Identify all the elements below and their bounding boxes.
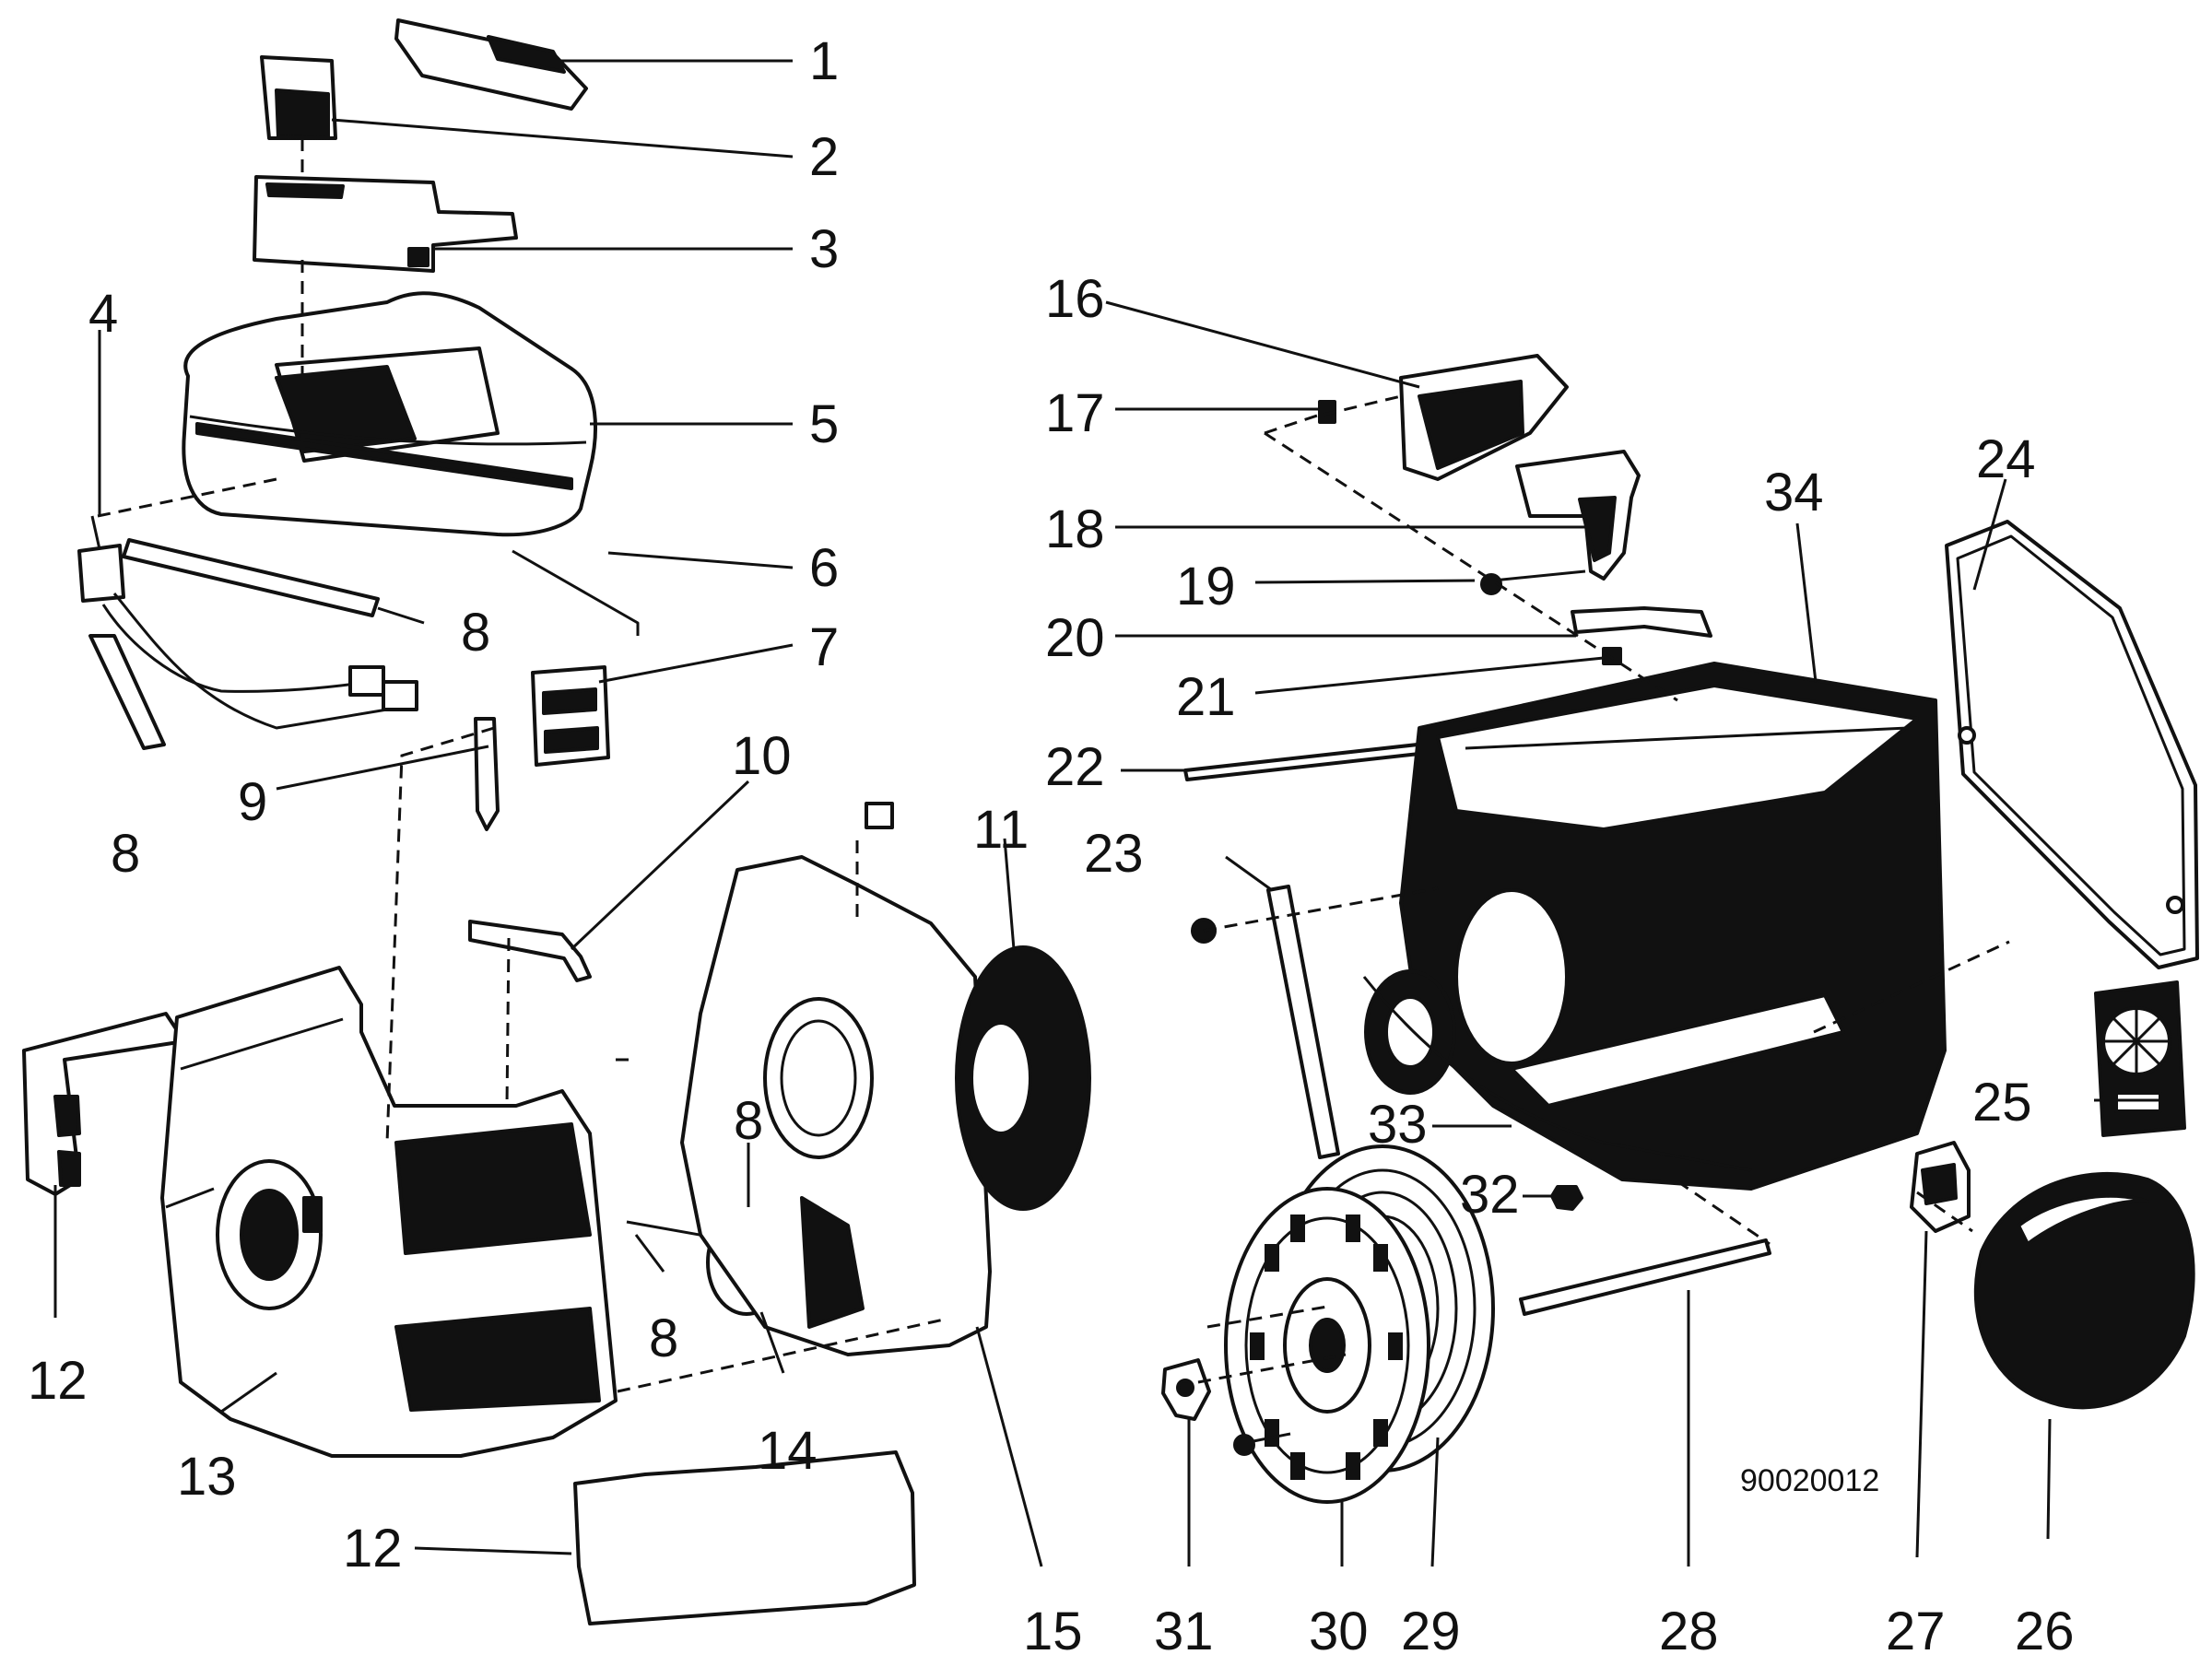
part-24-panel <box>1945 520 2199 969</box>
callout-26: 26 <box>2015 1602 2075 1661</box>
callout-28: 28 <box>1659 1602 1719 1661</box>
part-16-bracket <box>1399 354 1569 481</box>
part-21-small-spring <box>1602 647 1622 665</box>
callout-13: 13 <box>177 1447 237 1507</box>
callout-17: 17 <box>1045 383 1105 443</box>
part-4-wire-harness <box>77 515 418 730</box>
part-6-rod <box>512 549 640 636</box>
part-30-reel-side-plate <box>1224 1187 1430 1504</box>
part-5-top-cover <box>182 291 597 537</box>
callout-24: 24 <box>1976 429 2036 489</box>
part-15-motor-plate <box>680 855 992 1356</box>
callout-12: 12 <box>28 1351 88 1411</box>
part-7-connector-block <box>531 665 610 767</box>
callout-31: 31 <box>1154 1602 1214 1661</box>
part-28-axle <box>1519 1238 1771 1316</box>
part-9-terminal <box>474 717 500 831</box>
callout-29: 29 <box>1401 1602 1461 1661</box>
part-2-switch-button <box>260 55 337 140</box>
part-20-clip <box>1571 606 1712 638</box>
callout-3: 3 <box>809 219 839 279</box>
callout-leader-lines <box>53 59 2159 1567</box>
callout-2: 2 <box>809 127 839 187</box>
part-26-end-cap <box>1973 1171 2195 1410</box>
part-13-housing-body <box>160 966 618 1458</box>
callout-8-hose: 8 <box>111 824 140 884</box>
callout-15: 15 <box>1023 1602 1083 1661</box>
callout-14: 14 <box>758 1421 818 1481</box>
callout-8: 8 <box>461 603 490 663</box>
part-12-side-bumper-left <box>22 1012 186 1196</box>
callout-30: 30 <box>1309 1602 1369 1661</box>
callout-33: 33 <box>1368 1095 1428 1155</box>
part-25-filter-grille <box>2094 980 2186 1137</box>
callout-34: 34 <box>1764 463 1824 522</box>
part-3-switch-plate <box>253 175 518 273</box>
part-11-fan-disc <box>865 802 1091 1211</box>
callout-32: 32 <box>1460 1165 1520 1225</box>
callout-21: 21 <box>1176 667 1236 727</box>
callout-27: 27 <box>1886 1602 1946 1661</box>
callout-8-rod: 8 <box>649 1308 678 1368</box>
callout-7: 7 <box>809 617 839 677</box>
part-33-belt <box>1362 976 1752 1172</box>
callout-5: 5 <box>809 394 839 454</box>
part-12-front-bumper <box>573 1450 916 1625</box>
callout-9: 9 <box>238 772 267 832</box>
callout-4: 4 <box>88 284 118 344</box>
callout-6: 6 <box>809 538 839 598</box>
part-1-cover-lid <box>394 18 588 111</box>
callout-20: 20 <box>1045 608 1105 668</box>
part-22-axle-rod <box>1183 741 1438 781</box>
drawing-code: 90020012 <box>1740 1463 1879 1498</box>
callout-11: 11 <box>973 800 1029 860</box>
callout-16: 16 <box>1045 269 1105 329</box>
callout-25: 25 <box>1972 1073 2032 1132</box>
part-34-main-body <box>1364 662 1947 1191</box>
part-31-hub-clip <box>1161 1358 1291 1456</box>
part-27-coupling <box>1910 1141 1971 1233</box>
callout-23: 23 <box>1084 824 1144 884</box>
assembly-dashed-lines <box>97 138 2010 1393</box>
callout-10: 10 <box>732 726 792 786</box>
callout-19: 19 <box>1176 557 1236 616</box>
part-8-hose-left <box>88 634 166 750</box>
callout-8-valve: 8 <box>734 1091 763 1151</box>
part-18-latch <box>1515 450 1641 581</box>
callout-1: 1 <box>809 31 839 91</box>
part-10-spring-clip <box>468 920 592 982</box>
part-32-nut <box>1550 1185 1583 1211</box>
callout-18: 18 <box>1045 499 1105 559</box>
callout-22: 22 <box>1045 737 1105 797</box>
part-8-hose-upper <box>122 538 380 617</box>
callout-12-bumper: 12 <box>343 1519 403 1578</box>
callout-numbers: 1 2 3 4 5 6 7 8 9 10 11 12 13 14 15 16 1… <box>28 31 2075 1661</box>
part-23-strip <box>1191 885 1340 1159</box>
